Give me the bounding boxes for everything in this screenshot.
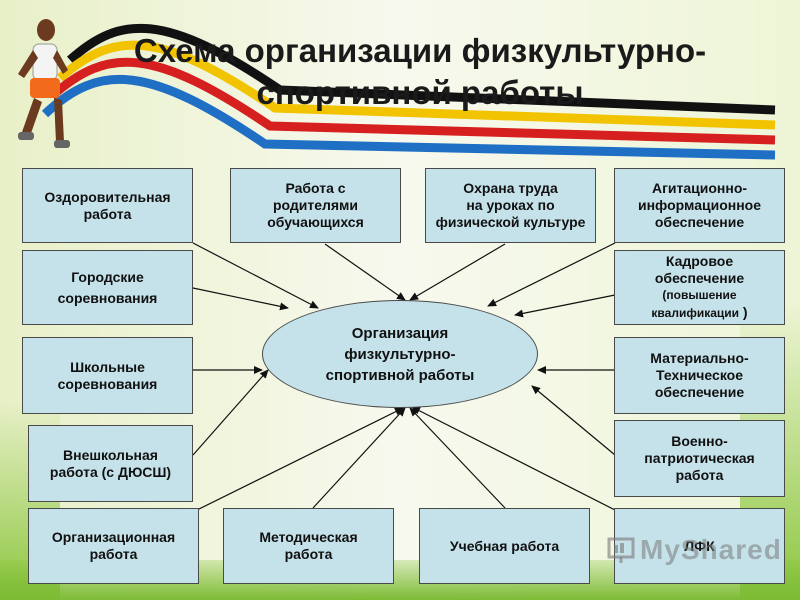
- arrow-kadrovoe: [514, 294, 616, 318]
- node-label: работа: [675, 467, 724, 483]
- center-line-1: Организация: [351, 324, 449, 342]
- node-label: на уроках по: [466, 197, 555, 213]
- arrow-vneshkolnaya: [192, 369, 269, 456]
- stripe-black: [66, 23, 776, 115]
- node-label: ЛФК: [684, 537, 715, 554]
- center-line-3: спортивной работы: [325, 366, 475, 384]
- node-label: работа: [284, 546, 333, 562]
- stripe-yellow: [57, 40, 776, 130]
- node-gorodskie: Городские соревнования: [22, 250, 193, 325]
- node-label: обеспечение: [654, 384, 745, 400]
- node-label: Внешкольная: [63, 446, 158, 463]
- center-node: Организация физкультурно- спортивной раб…: [262, 300, 538, 408]
- page-title: Схема организации физкультурно- спортивн…: [90, 30, 750, 114]
- node-label: Методическая: [259, 529, 358, 545]
- node-label: Техническое: [656, 367, 743, 383]
- node-label: Учебная работа: [449, 537, 560, 554]
- node-label: Охрана труда: [463, 180, 558, 196]
- arrow-gorodskie: [192, 287, 289, 311]
- node-label: Оздоровительная: [44, 188, 171, 205]
- presentation-icon: [607, 537, 635, 563]
- arrow-organizatsionnaya: [196, 407, 404, 511]
- node-label: квалификации: [651, 306, 740, 320]
- arrow-agitatsionno: [487, 242, 616, 307]
- node-label: Работа с: [285, 180, 346, 196]
- node-label: Городские: [71, 268, 144, 285]
- node-label: ): [742, 304, 748, 320]
- arrow-voenno: [531, 385, 616, 456]
- runner-icon: [18, 19, 70, 148]
- node-label: обеспечение: [654, 270, 745, 286]
- node-label: Школьные: [70, 358, 145, 375]
- node-label: работа: [89, 546, 138, 562]
- stripe-blue: [41, 75, 776, 160]
- node-label: физической культуре: [435, 214, 586, 230]
- watermark: MyShared: [606, 534, 782, 566]
- node-uchebnaya: Учебная работа: [419, 508, 590, 584]
- node-label: Организационная: [51, 529, 176, 545]
- watermark-text: MyShared: [640, 534, 782, 565]
- stripe-red: [49, 57, 776, 145]
- node-label: Кадровое: [665, 253, 734, 269]
- node-label: (повышение: [662, 288, 737, 302]
- title-line-1: Схема организации физкультурно-: [133, 32, 707, 69]
- node-label: обучающихся: [267, 214, 364, 230]
- arrow-roditeli: [324, 243, 406, 301]
- arrow-ozdorovitelnaya: [192, 242, 319, 309]
- node-label: обеспечение: [654, 214, 745, 230]
- center-line-2: физкультурно-: [344, 345, 456, 363]
- node-label: соревнования: [57, 375, 158, 392]
- arrow-okhrana: [409, 243, 506, 301]
- node-label: работа: [83, 205, 132, 222]
- node-label: Материально-: [650, 350, 749, 366]
- node-label: соревнования: [57, 289, 158, 306]
- node-label: патриотическая: [644, 450, 755, 466]
- node-label: работа (с ДЮСШ): [49, 463, 172, 480]
- arrow-uchebnaya: [409, 407, 506, 509]
- node-label: Военно-: [671, 433, 728, 449]
- arrow-lfk: [411, 406, 616, 511]
- node-label: информационное: [637, 197, 762, 213]
- node-lfk: ЛФК: [614, 508, 785, 584]
- node-label: родителями: [272, 197, 359, 213]
- arrow-metodicheskaya: [312, 407, 406, 509]
- node-label: Агитационно-: [651, 180, 748, 196]
- title-line-2: спортивной работы: [256, 74, 584, 111]
